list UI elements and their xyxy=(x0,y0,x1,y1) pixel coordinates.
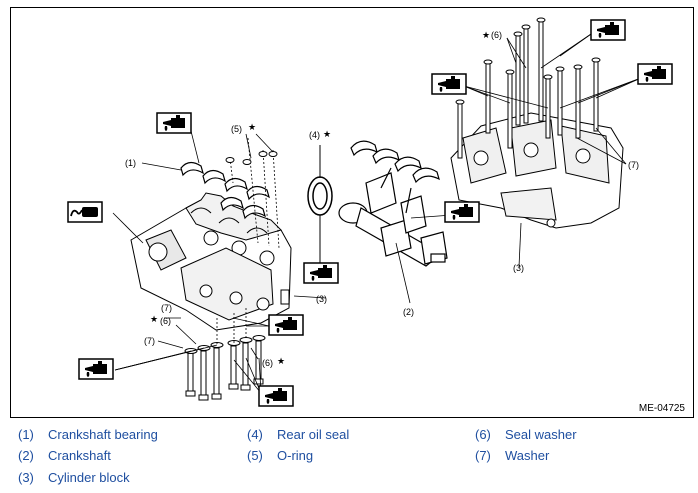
rear-oil-seal xyxy=(307,176,333,216)
legend-item-6: (6)Seal washer xyxy=(475,427,577,442)
oil-can-icon xyxy=(303,262,339,284)
right-cylinder-block xyxy=(450,112,624,229)
oil-can-icon xyxy=(78,358,114,380)
callout-6-star-b: ★ xyxy=(277,356,285,366)
connecting-rods xyxy=(380,167,412,214)
legend-item-7: (7)Washer xyxy=(475,448,550,463)
callout-7-a: (7) xyxy=(161,303,172,313)
callout-3-left: (3) xyxy=(316,294,327,304)
diagram-canvas: (1) (5) ★ (4) ★ (2) (3) (3) (7) ★ (6) (7… xyxy=(67,17,673,407)
callout-4-star: ★ xyxy=(323,129,331,139)
callout-2: (2) xyxy=(403,307,414,317)
o-rings xyxy=(225,151,278,165)
callout-6-star-c: ★ xyxy=(482,30,490,40)
callout-5-star: ★ xyxy=(248,122,256,132)
callout-4: (4) xyxy=(309,130,320,140)
oil-can-icon xyxy=(637,63,673,85)
leader-lines xyxy=(141,37,627,360)
crankshaft xyxy=(338,172,448,267)
legend: (1)Crankshaft bearing (2)Crankshaft (3)C… xyxy=(0,420,698,493)
liquid-gasket-icon xyxy=(67,201,103,223)
callout-6-star-a: ★ xyxy=(150,314,158,324)
callout-3-right: (3) xyxy=(513,263,524,273)
oil-can-icon xyxy=(156,112,192,134)
legend-item-4: (4)Rear oil seal xyxy=(247,427,350,442)
callout-5: (5) xyxy=(231,124,242,134)
o-ring-guides xyxy=(229,137,280,249)
exploded-diagram: (1) (5) ★ (4) ★ (2) (3) (3) (7) ★ (6) (7… xyxy=(10,7,694,418)
left-bolts xyxy=(184,335,266,401)
crankshaft-bearings-right xyxy=(350,140,440,184)
callout-1: (1) xyxy=(125,158,136,168)
crankshaft-bearings-left xyxy=(180,161,270,220)
legend-item-3: (3)Cylinder block xyxy=(18,470,130,485)
legend-item-1: (1)Crankshaft bearing xyxy=(18,427,158,442)
callout-6-a: (6) xyxy=(160,316,171,326)
legend-item-5: (5)O-ring xyxy=(247,448,314,463)
figure-id: ME-04725 xyxy=(638,403,685,414)
left-cylinder-block xyxy=(130,192,292,331)
oil-can-icon xyxy=(258,385,294,407)
callout-7-b: (7) xyxy=(144,336,155,346)
oil-can-icon xyxy=(444,201,480,223)
oil-can-icon xyxy=(431,73,467,95)
callout-6-c: (6) xyxy=(491,30,502,40)
oil-can-icon xyxy=(590,19,626,41)
oil-can-icon xyxy=(268,314,304,336)
callout-7-c: (7) xyxy=(628,160,639,170)
legend-item-2: (2)Crankshaft xyxy=(18,448,111,463)
callout-6-b: (6) xyxy=(262,358,273,368)
